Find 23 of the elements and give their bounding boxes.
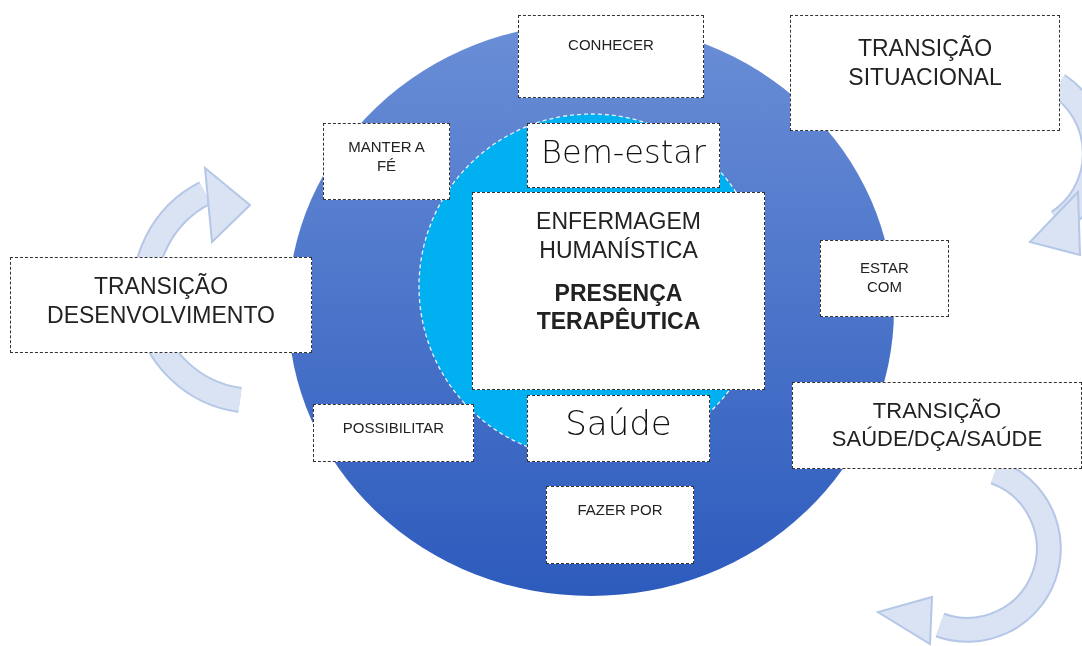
concept-label: CONHECER: [568, 36, 654, 55]
concept-label: POSSIBILITAR: [342, 419, 445, 438]
concept-box: [790, 15, 1060, 131]
concept-label: TRANSIÇÃO SAÚDE/DÇA/SAÚDE: [830, 397, 1044, 452]
concept-box: [472, 192, 765, 390]
concept-label: ENFERMAGEM HUMANÍSTICA: [535, 207, 702, 265]
concept-box: [792, 382, 1082, 469]
concept-label: FAZER POR: [577, 501, 663, 520]
concept-box: [323, 123, 450, 200]
concept-box: [527, 395, 710, 462]
concept-box: [820, 240, 949, 317]
concept-label: Saúde: [565, 402, 672, 445]
concept-label: TRANSIÇÃO DESENVOLVIMENTO: [46, 272, 276, 330]
concept-box: [546, 486, 694, 564]
concept-box: [313, 404, 474, 462]
concept-label: PRESENÇA TERAPÊUTICA: [535, 278, 702, 336]
concept-box: [527, 123, 720, 188]
concept-label: MANTER A FÉ: [347, 138, 426, 176]
concept-box: [10, 257, 312, 353]
concept-label: ESTAR COM: [859, 259, 910, 297]
concept-box: [518, 15, 704, 98]
concept-label: Bem-estar: [541, 132, 706, 172]
concept-label: TRANSIÇÃO SITUACIONAL: [847, 34, 1003, 92]
